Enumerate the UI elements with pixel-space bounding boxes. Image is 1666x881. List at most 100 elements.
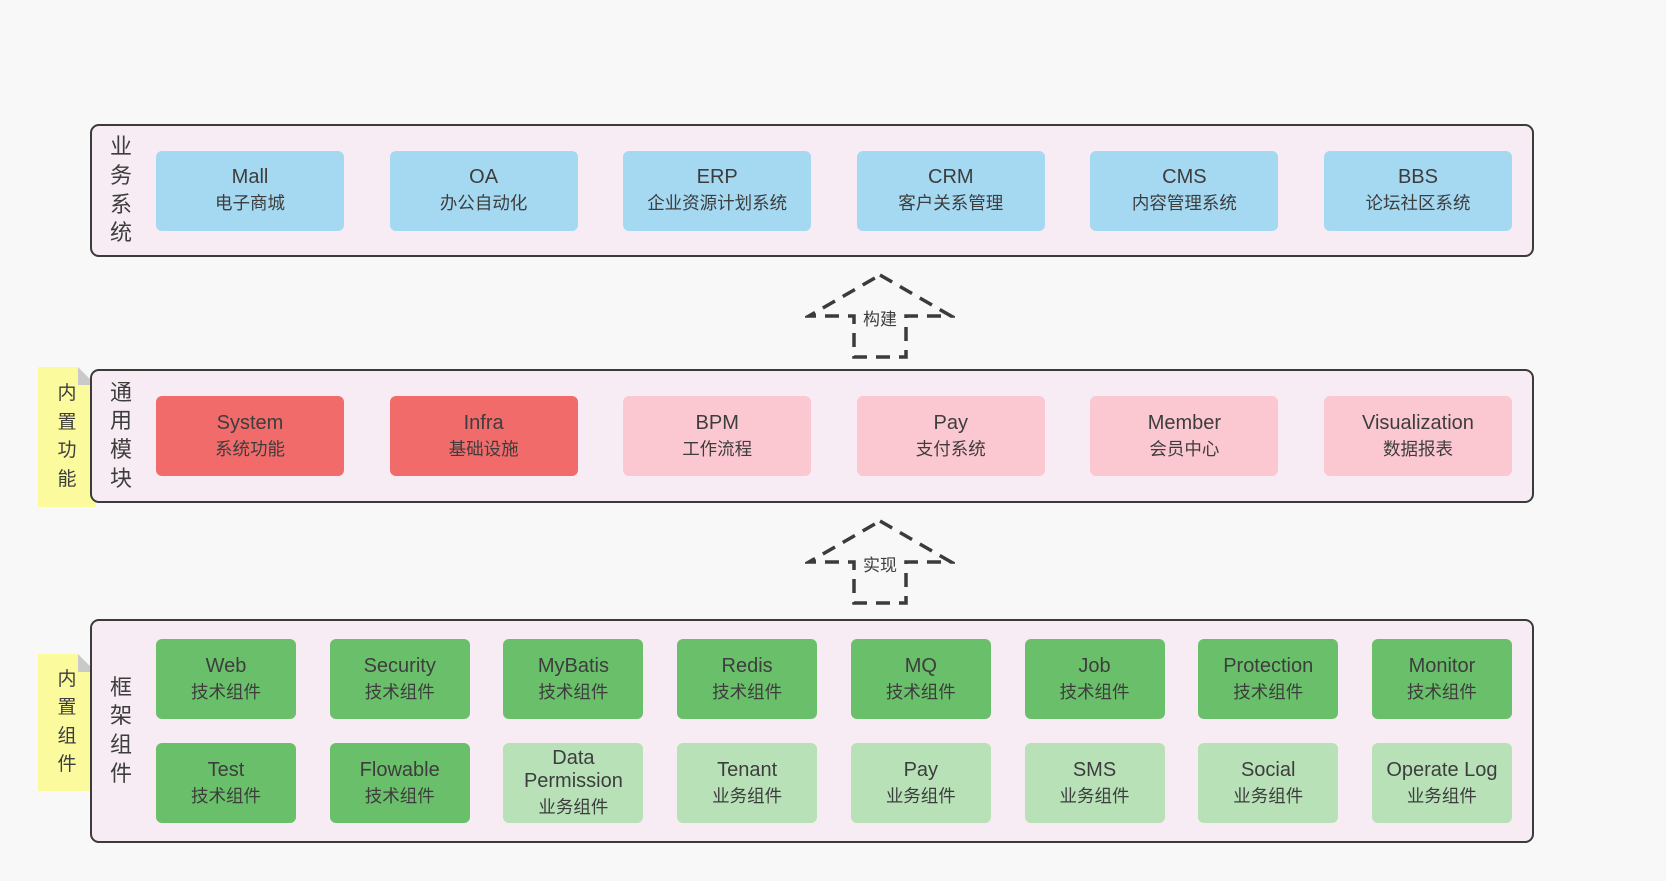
box-subtitle: 业务组件: [1406, 785, 1477, 806]
band-business-systems: 业务系统 Mall 电子商城 OA 办公自动化 ERP 企业资源计划系统 CRM 客户关系管理…: [90, 124, 1534, 257]
box-title: Monitor: [1408, 654, 1476, 677]
modules-box-pay: Pay 支付系统: [856, 396, 1045, 476]
components-box-job: Job 技术组件: [1024, 639, 1165, 719]
note-built-in-components-text: 内置组件: [57, 668, 77, 775]
box-subtitle: 技术组件: [538, 681, 609, 702]
band-business-label: 业务系统: [109, 134, 132, 246]
box-title: Data Permission: [523, 747, 623, 793]
box-title: Test: [207, 758, 245, 781]
box-subtitle: 企业资源计划系统: [647, 193, 788, 214]
components-box-data-permission: Data Permission 业务组件: [503, 743, 644, 823]
box-title: Flowable: [359, 758, 440, 781]
components-box-operate-log: Operate Log 业务组件: [1371, 743, 1512, 823]
box-subtitle: 技术组件: [191, 681, 261, 702]
box-title: System: [216, 411, 284, 434]
box-title: Redis: [721, 654, 773, 677]
components-box-flowable: Flowable 技术组件: [329, 743, 470, 823]
box-title: Protection: [1223, 654, 1314, 677]
box-subtitle: 业务组件: [885, 785, 956, 806]
box-title: Operate Log: [1386, 758, 1498, 781]
box-title: MQ: [904, 654, 937, 677]
components-box-social: Social 业务组件: [1198, 743, 1339, 823]
box-title: Visualization: [1362, 411, 1474, 434]
box-subtitle: 技术组件: [885, 681, 956, 702]
box-title: CRM: [928, 166, 974, 189]
box-subtitle: 技术组件: [364, 785, 435, 806]
box-title: MyBatis: [537, 654, 609, 677]
box-subtitle: 技术组件: [191, 785, 261, 806]
modules-box-bpm: BPM 工作流程: [623, 396, 812, 476]
components-box-redis: Redis 技术组件: [677, 639, 818, 719]
components-box-monitor: Monitor 技术组件: [1371, 639, 1512, 719]
business-box-crm: CRM 客户关系管理: [856, 150, 1045, 231]
modules-box-infra: Infra 基础设施: [389, 396, 578, 476]
note-built-in-features-text: 内置功能: [57, 383, 77, 490]
business-box-cms: CMS 内容管理系统: [1090, 150, 1279, 231]
box-title: BPM: [695, 411, 739, 434]
box-title: Pay: [903, 758, 939, 781]
components-box-pay: Pay 业务组件: [850, 743, 991, 823]
components-box-web: Web 技术组件: [156, 639, 296, 719]
box-subtitle: 技术组件: [1406, 681, 1477, 702]
box-subtitle: 支付系统: [915, 438, 986, 459]
modules-box-system: System 系统功能: [156, 396, 344, 476]
box-title: BBS: [1397, 166, 1438, 189]
box-subtitle: 电子商城: [215, 193, 285, 214]
box-title: Web: [205, 654, 247, 677]
build-arrow-label: 构建: [863, 310, 897, 329]
components-box-test: Test 技术组件: [156, 743, 296, 823]
box-title: Tenant: [717, 758, 778, 781]
box-subtitle: 客户关系管理: [898, 193, 1004, 214]
box-title: Job: [1078, 654, 1111, 677]
implement-arrow-icon: 实现: [805, 518, 955, 605]
box-subtitle: 技术组件: [712, 681, 783, 702]
box-subtitle: 工作流程: [682, 438, 753, 459]
implement-arrow-label-bg: [857, 549, 903, 579]
box-subtitle: 业务组件: [712, 785, 783, 806]
box-title: Mall: [231, 166, 269, 189]
band-modules-label: 通用模块: [109, 379, 132, 491]
box-title: ERP: [696, 166, 738, 189]
box-title: OA: [469, 166, 499, 189]
box-subtitle: 系统功能: [215, 438, 285, 459]
components-box-protection: Protection 技术组件: [1198, 639, 1339, 719]
business-box-mall: Mall 电子商城: [156, 150, 344, 231]
build-arrow-icon: 构建: [805, 272, 955, 359]
box-subtitle: 业务组件: [1233, 785, 1304, 806]
box-title: Member: [1147, 411, 1222, 434]
box-subtitle: 会员中心: [1149, 438, 1220, 459]
business-box-row: Mall 电子商城 OA 办公自动化 ERP 企业资源计划系统 CRM 客户关系管理 CMS 内容…: [156, 150, 1512, 231]
box-title: CMS: [1162, 166, 1207, 189]
box-subtitle: 内容管理系统: [1131, 193, 1237, 214]
implement-arrow-label: 实现: [863, 556, 897, 575]
modules-box-visualization: Visualization 数据报表: [1323, 396, 1512, 476]
box-title: Social: [1240, 758, 1296, 781]
sticky-note-built-in-components: 内置组件: [38, 654, 96, 791]
components-box-mq: MQ 技术组件: [850, 639, 991, 719]
box-title: Pay: [933, 411, 969, 434]
box-subtitle: 技术组件: [1059, 681, 1130, 702]
band-components-label: 框架组件: [109, 674, 132, 786]
box-subtitle: 技术组件: [364, 681, 435, 702]
band-common-modules: 通用模块 System 系统功能 Infra 基础设施 BPM 工作流程 Pay 支付系统 Me…: [90, 369, 1534, 503]
box-subtitle: 数据报表: [1382, 438, 1453, 459]
modules-box-row: System 系统功能 Infra 基础设施 BPM 工作流程 Pay 支付系统 Member 会…: [156, 396, 1512, 476]
build-arrow-label-bg: [857, 303, 903, 333]
box-subtitle: 业务组件: [1059, 785, 1130, 806]
box-subtitle: 业务组件: [538, 797, 609, 818]
components-box-tenant: Tenant 业务组件: [677, 743, 818, 823]
box-subtitle: 办公自动化: [439, 193, 528, 214]
box-subtitle: 技术组件: [1233, 681, 1304, 702]
modules-box-member: Member 会员中心: [1090, 396, 1279, 476]
box-subtitle: 基础设施: [448, 438, 519, 459]
sticky-note-built-in-features: 内置功能: [38, 367, 96, 507]
box-title: Infra: [463, 411, 504, 434]
